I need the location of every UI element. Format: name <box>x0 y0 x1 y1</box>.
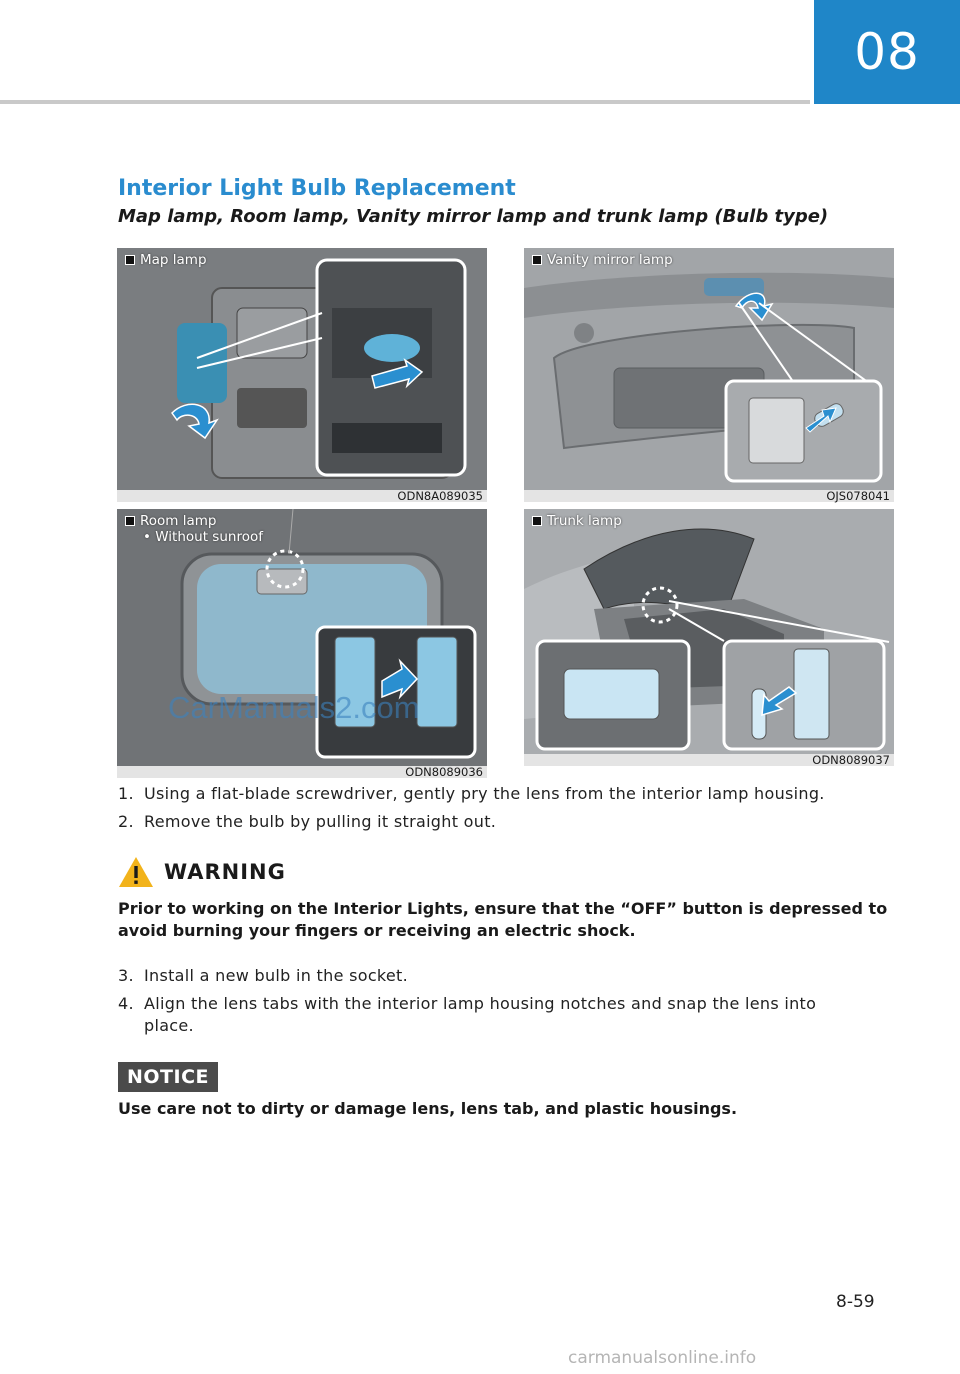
trunk-lamp-code: ODN8089037 <box>812 753 890 767</box>
step-item: 4. Align the lens tabs with the interior … <box>118 993 908 1015</box>
footer-watermark: carmanualsonline.info <box>568 1348 757 1368</box>
label-bullet-icon <box>532 255 542 265</box>
label-bullet-icon <box>125 255 135 265</box>
room-lamp-sublabel: • Without sunroof <box>143 529 263 545</box>
step-number: 3. <box>118 966 134 985</box>
room-lamp-code: ODN8089036 <box>405 765 483 779</box>
warning-heading: WARNING <box>118 856 286 888</box>
notice-text: Use care not to dirty or damage lens, le… <box>118 1099 738 1118</box>
room-lamp-label: Room lamp <box>125 513 216 529</box>
step-item: 1. Using a flat-blade screwdriver, gently… <box>118 783 908 805</box>
section-subtitle: Map lamp, Room lamp, Vanity mirror lamp … <box>118 206 829 227</box>
section-title: Interior Light Bulb Replacement <box>118 176 516 201</box>
step-number: 2. <box>118 812 134 831</box>
vanity-mirror-lamp-illustration <box>524 248 894 490</box>
step-item: 3. Install a new bulb in the socket. <box>118 965 908 987</box>
step-text: Install a new bulb in the socket. <box>144 966 409 985</box>
map-lamp-illustration <box>117 248 487 490</box>
warning-text: Prior to working on the Interior Lights,… <box>118 899 888 940</box>
map-lamp-code-bar <box>117 490 487 502</box>
step-text: Using a flat-blade screwdriver, gently p… <box>144 784 825 803</box>
map-lamp-label-text: Map lamp <box>140 252 207 268</box>
step-text: Align the lens tabs with the interior la… <box>144 994 817 1013</box>
warning-title: WARNING <box>164 860 286 884</box>
header-rule <box>0 100 810 104</box>
map-lamp-code: ODN8A089035 <box>397 489 483 503</box>
trunk-lamp-figure: Trunk lamp <box>524 509 894 754</box>
trunk-lamp-code-bar <box>524 754 894 766</box>
vanity-mirror-lamp-code: OJS078041 <box>826 489 890 503</box>
room-lamp-figure: Room lamp • Without sunroof <box>117 509 487 766</box>
step-number: 1. <box>118 784 134 803</box>
step-number: 4. <box>118 994 134 1013</box>
vanity-mirror-lamp-label: Vanity mirror lamp <box>532 252 673 268</box>
vanity-mirror-lamp-code-bar <box>524 490 894 502</box>
vanity-mirror-lamp-figure: Vanity mirror lamp <box>524 248 894 490</box>
chapter-tab: 08 <box>814 0 960 104</box>
room-lamp-code-bar <box>117 766 487 778</box>
steps-list-a: 1. Using a flat-blade screwdriver, gently… <box>118 783 908 833</box>
page-number: 8-59 <box>836 1292 875 1312</box>
room-lamp-label-text: Room lamp <box>140 513 217 529</box>
image-watermark: CarManuals2.com <box>168 690 420 725</box>
map-lamp-figure: Map lamp <box>117 248 487 490</box>
room-lamp-illustration <box>117 509 487 766</box>
steps-list-b: 3. Install a new bulb in the socket. 4. Al… <box>118 965 908 1037</box>
vanity-mirror-lamp-label-text: Vanity mirror lamp <box>547 252 673 268</box>
step-text-continuation: place. <box>144 1016 194 1035</box>
trunk-lamp-label-text: Trunk lamp <box>547 513 622 529</box>
warning-icon <box>119 857 153 887</box>
map-lamp-label: Map lamp <box>125 252 207 268</box>
label-bullet-icon <box>125 516 135 526</box>
step-item: 2. Remove the bulb by pulling it straight… <box>118 811 908 833</box>
trunk-lamp-label: Trunk lamp <box>532 513 622 529</box>
trunk-lamp-illustration <box>524 509 894 754</box>
step-text: Remove the bulb by pulling it straight o… <box>144 812 497 831</box>
notice-badge: NOTICE <box>118 1062 218 1092</box>
label-bullet-icon <box>532 516 542 526</box>
